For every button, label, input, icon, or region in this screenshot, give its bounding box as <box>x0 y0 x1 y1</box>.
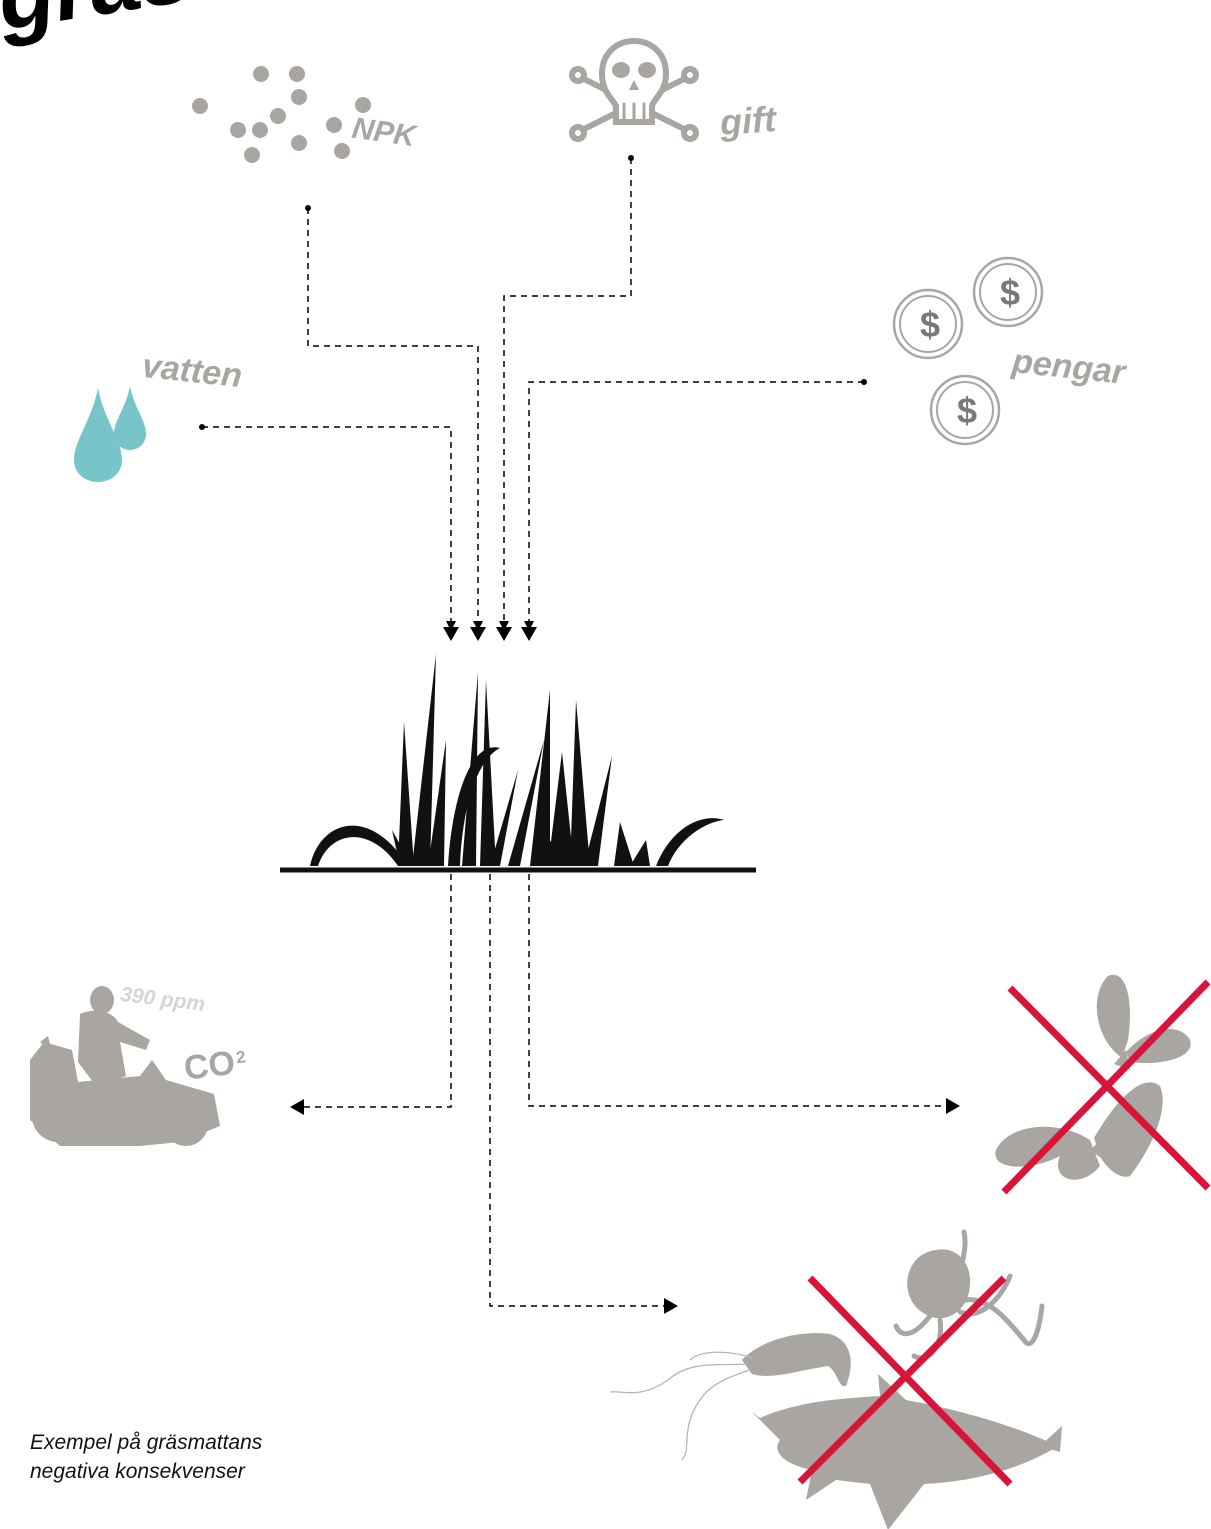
grass-icon <box>310 654 724 866</box>
gift-label: gift <box>719 98 778 144</box>
water-drops-icon <box>74 386 146 482</box>
caption-line-2: negativa konsekvenser <box>30 1457 262 1486</box>
flow-sea <box>490 874 666 1306</box>
flow-npk <box>308 208 478 630</box>
coin-symbol: $ <box>920 304 940 345</box>
flow-gift <box>504 158 631 630</box>
skull-crossbones-icon <box>572 41 696 139</box>
flow-pengar <box>529 382 864 630</box>
coin-symbol: $ <box>1000 272 1020 313</box>
flow-co2 <box>302 874 451 1107</box>
flow-vatten <box>202 427 451 630</box>
fertilizer-dots-icon <box>192 66 371 163</box>
flow-insects <box>529 874 948 1106</box>
caption-line-1: Exempel på gräsmattans <box>30 1428 262 1457</box>
coin-symbol: $ <box>957 390 977 431</box>
butterfly-icon <box>1097 975 1191 1070</box>
caption: Exempel på gräsmattans negativa konsekve… <box>30 1428 262 1486</box>
shark-icon <box>752 1374 1062 1529</box>
co2-label: CO2 <box>182 1042 249 1088</box>
butterfly-icon <box>995 1082 1162 1179</box>
co2-text: CO <box>182 1044 237 1088</box>
